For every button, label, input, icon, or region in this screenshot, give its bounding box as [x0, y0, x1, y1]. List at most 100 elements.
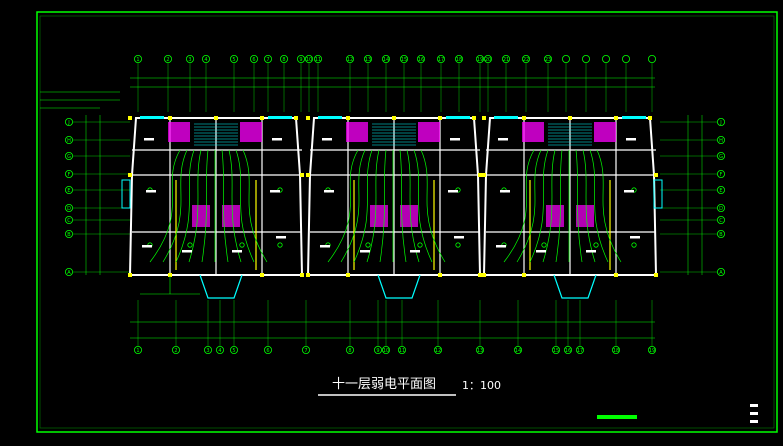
- structural-column: [614, 273, 618, 277]
- structural-column: [300, 173, 304, 177]
- top-axis-bubble-label: 4: [204, 57, 207, 63]
- bottom-axis-bubble-label: 1: [136, 348, 139, 354]
- right-axis-bubble: [717, 169, 726, 178]
- left-axis-bubble: [65, 151, 74, 160]
- bottom-axis-bubble: [215, 345, 224, 354]
- top-axis-bubble-label: 15: [401, 57, 407, 63]
- top-axis-bubble-label: 6: [252, 57, 255, 63]
- right-axis-bubble-label: J: [719, 120, 721, 126]
- room-label-mark: [270, 190, 280, 193]
- room-label-mark: [272, 138, 282, 141]
- outlet-symbol: [631, 242, 637, 248]
- right-axis-bubble-label: C: [719, 218, 723, 224]
- room-label-mark: [500, 190, 510, 193]
- drawing-inner-frame: [39, 15, 775, 429]
- top-axis-bubble: [522, 55, 531, 64]
- weak-current-cable: [188, 149, 202, 263]
- bottom-axis-bubble-label: 8: [348, 348, 351, 354]
- bathroom-fill: [418, 122, 440, 142]
- bottom-axis-bubble: [171, 345, 180, 354]
- elevator-fill: [192, 205, 210, 227]
- top-axis-bubble-label: 18: [456, 57, 462, 63]
- room-label-mark: [496, 245, 506, 248]
- weak-current-cable: [503, 149, 535, 263]
- top-axis-bubble: [648, 55, 657, 64]
- left-axis-bubble-label: J: [67, 120, 69, 126]
- top-axis-bubble-label: 13: [365, 57, 371, 63]
- bottom-axis-bubble-label: 19: [649, 348, 655, 354]
- room-label-mark: [626, 138, 636, 141]
- structural-column: [306, 173, 310, 177]
- top-axis-bubble-label: 10: [306, 57, 312, 63]
- weak-current-cable: [575, 149, 583, 263]
- right-axis-bubble: [717, 267, 726, 276]
- weak-current-cable: [582, 149, 596, 263]
- right-axis-bubble: [717, 229, 726, 238]
- weak-current-cable: [162, 149, 188, 263]
- weak-current-cable: [529, 149, 549, 263]
- weak-current-cable: [353, 149, 373, 263]
- bathroom-fill: [240, 122, 262, 142]
- left-axis-bubble: [65, 118, 74, 127]
- bathroom-fill: [522, 122, 544, 142]
- structural-column: [128, 173, 132, 177]
- top-axis-bubble-label: 12: [347, 57, 353, 63]
- structural-column: [294, 116, 298, 120]
- weak-current-cable: [420, 149, 446, 263]
- room-label-mark: [182, 250, 192, 253]
- structural-column: [260, 116, 264, 120]
- structural-column: [522, 116, 526, 120]
- top-axis-bubble-label: 17: [438, 57, 444, 63]
- structural-column: [438, 273, 442, 277]
- top-axis-bubble-label: 14: [383, 57, 389, 63]
- bottom-axis-bubble: [133, 345, 142, 354]
- right-axis-bubble-label: G: [719, 154, 723, 160]
- structural-column: [306, 273, 310, 277]
- left-axis-bubble-label: F: [68, 172, 71, 178]
- top-axis-bubble: [381, 55, 390, 64]
- bottom-axis-bubble: [576, 345, 585, 354]
- bottom-axis-bubble: [203, 345, 212, 354]
- outlet-symbol: [187, 242, 193, 248]
- top-axis-bubble: [562, 55, 571, 64]
- right-axis-bubble-label: E: [719, 188, 722, 194]
- top-axis-bubble-label: 19: [477, 57, 483, 63]
- left-axis-bubble-label: D: [67, 206, 71, 212]
- top-axis-bubble: [345, 55, 354, 64]
- right-axis-bubble: [717, 203, 726, 212]
- right-axis-bubble-label: A: [719, 270, 723, 276]
- window: [140, 116, 164, 119]
- room-label-mark: [450, 138, 460, 141]
- room-label-mark: [624, 190, 634, 193]
- top-axis-bubble: [296, 55, 305, 64]
- top-axis-bubble-label: 9: [299, 57, 302, 63]
- window: [446, 116, 470, 119]
- bottom-axis-bubble: [397, 345, 406, 354]
- structural-column: [214, 116, 218, 120]
- bottom-axis-bubble-label: 10: [383, 348, 389, 354]
- weak-current-cable: [340, 149, 366, 263]
- weak-current-cable: [555, 149, 563, 263]
- left-axis-bubble-label: A: [67, 270, 71, 276]
- top-axis-bubble-label: 5: [232, 57, 235, 63]
- bottom-axis-bubble-label: 18: [613, 348, 619, 354]
- structural-column: [648, 116, 652, 120]
- elevator-fill: [576, 205, 594, 227]
- top-axis-bubble-label: 3: [188, 57, 191, 63]
- top-axis-bubble: [399, 55, 408, 64]
- left-axis-bubble: [65, 267, 74, 276]
- bottom-axis-bubble-label: 9: [376, 348, 379, 354]
- window: [494, 116, 518, 119]
- weak-current-cable: [406, 149, 420, 263]
- window: [318, 116, 342, 119]
- top-axis-bubble-label: 22: [523, 57, 529, 63]
- bottom-axis-bubble-label: 16: [565, 348, 571, 354]
- weak-current-cable: [201, 149, 209, 263]
- left-axis-bubble-label: C: [67, 218, 71, 224]
- bottom-axis-bubble-label: 4: [218, 348, 221, 354]
- elevator-fill: [546, 205, 564, 227]
- right-axis-bubble-label: H: [719, 138, 723, 144]
- left-axis-bubble: [65, 203, 74, 212]
